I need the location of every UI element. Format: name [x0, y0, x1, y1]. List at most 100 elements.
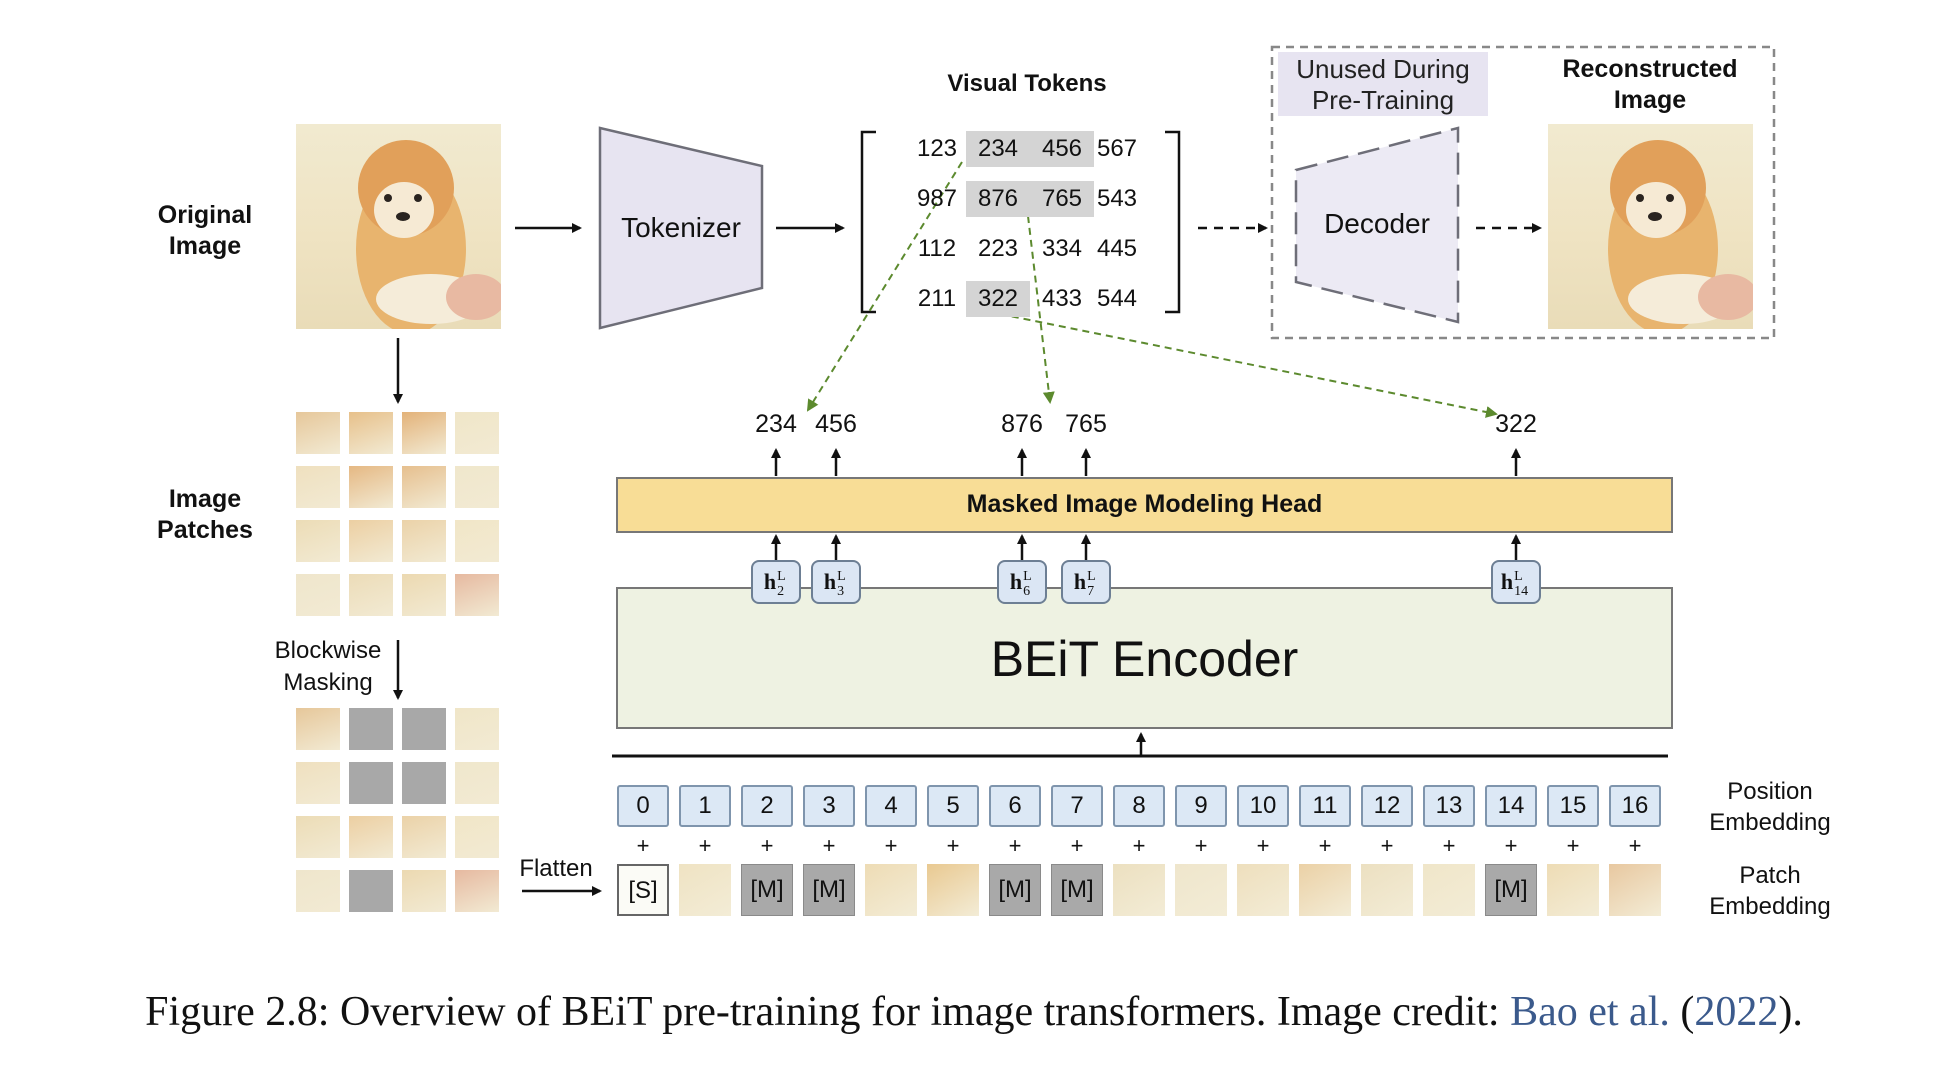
- image-patch-embedding: [1609, 864, 1661, 916]
- plus-sign: +: [1566, 833, 1580, 858]
- image-patch-embedding: [1423, 864, 1475, 916]
- green-arrow-322: [999, 313, 1498, 418]
- visual-token: 123: [916, 135, 958, 162]
- unused-label-bg: [1278, 52, 1488, 116]
- green-arrow-765: [1027, 215, 1055, 404]
- mim-head-box: [616, 477, 1673, 533]
- decoder-shape: [1294, 126, 1460, 324]
- image-patch-embedding: [1361, 864, 1413, 916]
- reconstructed-image-label: Reconstructed Image: [1562, 55, 1738, 114]
- citation-author-link[interactable]: Bao et al.: [1510, 989, 1670, 1035]
- masked-patch-grid: [296, 708, 501, 914]
- hidden-state-layer: L: [1023, 568, 1032, 584]
- original-image-label: Original Image: [157, 201, 253, 260]
- position-embedding: 7: [1051, 785, 1103, 827]
- hidden-state-index: 14: [1514, 583, 1529, 599]
- citation-close: ).: [1778, 989, 1803, 1035]
- plus-sign: +: [1318, 833, 1332, 858]
- hidden-state-layer: L: [837, 568, 846, 584]
- visual-token: 765: [1030, 181, 1094, 217]
- image-patch: [296, 870, 340, 912]
- image-patch: [402, 574, 446, 616]
- position-embedding: 6: [989, 785, 1041, 827]
- visual-token: 987: [916, 185, 958, 212]
- image-patch-grid: [296, 412, 501, 618]
- position-embedding: 10: [1237, 785, 1289, 827]
- mask-token: [M]: [1485, 864, 1537, 916]
- image-patch: [402, 466, 446, 508]
- decoder-label: Decoder: [1324, 208, 1430, 239]
- hidden-state-index: 7: [1087, 583, 1095, 599]
- masked-patch: [349, 708, 393, 750]
- predicted-token: 765: [1065, 410, 1107, 438]
- plus-sign: +: [1380, 833, 1394, 858]
- image-patch: [402, 412, 446, 454]
- plus-sign: +: [1504, 833, 1518, 858]
- image-patch: [455, 412, 499, 454]
- image-patch: [455, 816, 499, 858]
- position-embedding: 4: [865, 785, 917, 827]
- position-embedding: 2: [741, 785, 793, 827]
- tokenizer-label: Tokenizer: [621, 212, 741, 243]
- image-patch: [349, 412, 393, 454]
- image-patch: [296, 574, 340, 616]
- predicted-token: 234: [755, 410, 797, 438]
- predicted-token: 876: [1001, 410, 1043, 438]
- figure-caption: Figure 2.8: Overview of BEiT pre-trainin…: [0, 988, 1948, 1036]
- image-patch: [296, 412, 340, 454]
- reconstructed-dog-image: [1548, 124, 1753, 329]
- visual-token: 112: [917, 235, 957, 262]
- position-embedding-label: Position Embedding: [1709, 778, 1831, 836]
- visual-token: 445: [1096, 235, 1138, 262]
- encoder-box: [616, 587, 1673, 729]
- image-patch: [455, 762, 499, 804]
- tokenizer-shape: [598, 126, 764, 330]
- image-patch: [402, 520, 446, 562]
- visual-token: 211: [917, 285, 957, 312]
- plus-sign: +: [946, 833, 960, 858]
- hidden-state-index: 6: [1023, 583, 1031, 599]
- visual-token: 334: [1041, 235, 1083, 262]
- flatten-label: Flatten: [519, 855, 593, 882]
- masked-patch: [349, 762, 393, 804]
- image-patch: [296, 762, 340, 804]
- plus-sign: +: [1256, 833, 1270, 858]
- position-embedding: 12: [1361, 785, 1413, 827]
- position-embedding: 3: [803, 785, 855, 827]
- image-patch-embedding: [679, 864, 731, 916]
- plus-sign: +: [1194, 833, 1208, 858]
- image-patches-label: Image Patches: [157, 485, 253, 544]
- patch-embedding-label: Patch Embedding: [1709, 862, 1831, 920]
- plus-sign: +: [1442, 833, 1456, 858]
- visual-token: 223: [977, 235, 1019, 262]
- unused-region-box: [1270, 45, 1776, 340]
- visual-token: 543: [1096, 185, 1138, 212]
- hidden-state-layer: L: [1087, 568, 1096, 584]
- citation-year-link[interactable]: 2022: [1694, 989, 1779, 1035]
- hidden-state-index: 3: [837, 583, 845, 599]
- mim-head-label: Masked Image Modeling Head: [966, 490, 1323, 518]
- position-embedding: 1: [679, 785, 731, 827]
- position-embedding: 0: [617, 785, 669, 827]
- masked-patch: [349, 870, 393, 912]
- visual-token: 567: [1096, 135, 1138, 162]
- hidden-state-layer: L: [1514, 568, 1523, 584]
- image-patch: [455, 708, 499, 750]
- visual-token: 876: [966, 181, 1030, 217]
- position-embedding: 16: [1609, 785, 1661, 827]
- image-patch-embedding: [1299, 864, 1351, 916]
- image-patch: [455, 520, 499, 562]
- position-embedding: 13: [1423, 785, 1475, 827]
- plus-sign: +: [1628, 833, 1642, 858]
- visual-tokens-title: Visual Tokens: [947, 70, 1107, 97]
- unused-during-pretraining-label: Unused During Pre-Training: [1296, 54, 1470, 115]
- matrix-left-bracket: [860, 130, 876, 314]
- plus-sign: +: [884, 833, 898, 858]
